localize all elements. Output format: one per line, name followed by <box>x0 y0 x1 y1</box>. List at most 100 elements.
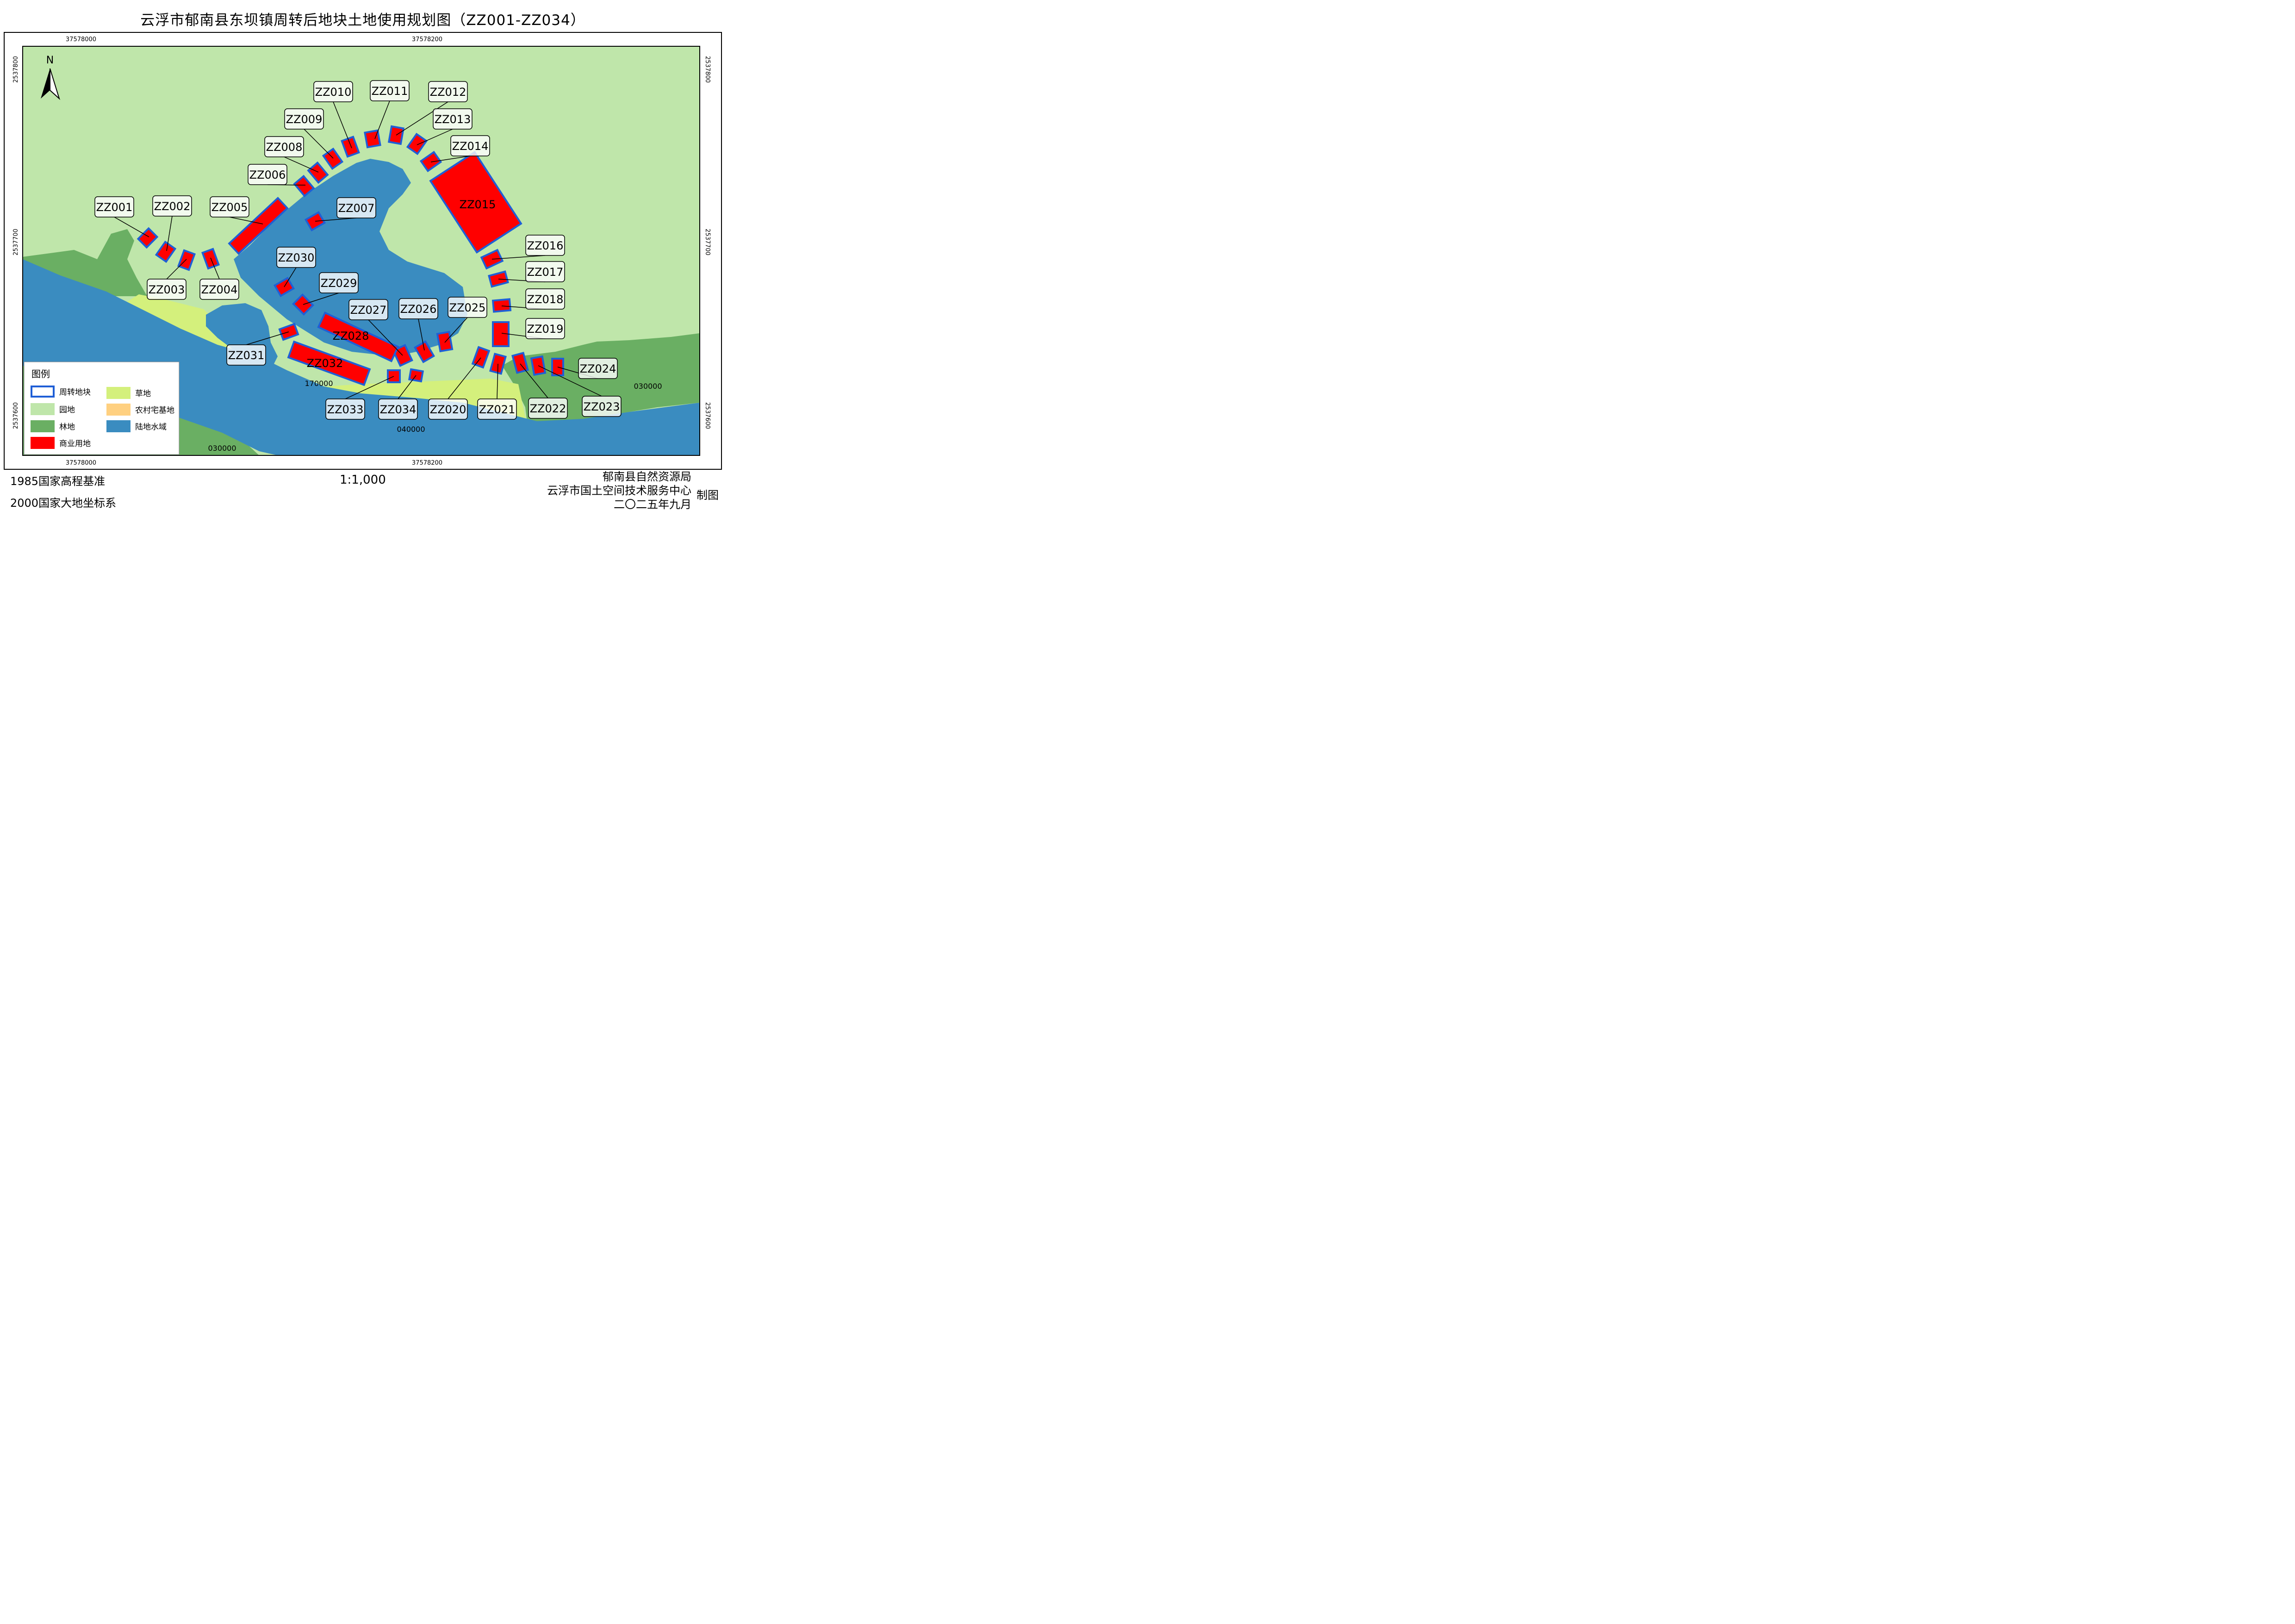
coordinate-system: 2000国家大地坐标系 <box>10 497 117 510</box>
area-code-030000-left: 030000 <box>208 444 236 453</box>
coord-y-left-1: 2537800 <box>12 56 19 83</box>
parcel-zz013[interactable] <box>406 132 428 156</box>
callout-zz011[interactable]: ZZ011 <box>370 80 410 139</box>
coord-y-left-2: 2537700 <box>12 229 19 255</box>
callout-zz006[interactable]: ZZ006 <box>248 164 306 186</box>
callout-zz026[interactable]: ZZ026 <box>398 298 438 351</box>
callout-zz024[interactable]: ZZ024 <box>557 358 618 379</box>
callout-zz029[interactable]: ZZ029 <box>303 272 359 305</box>
callout-text: ZZ028 <box>333 330 369 342</box>
coord-y-right-1: 2537800 <box>704 56 711 83</box>
map-frame <box>22 46 700 456</box>
callout-zz003[interactable]: ZZ003 <box>147 259 187 300</box>
callout-zz016[interactable]: ZZ016 <box>491 235 565 260</box>
parcel-zz002[interactable] <box>155 240 177 263</box>
callout-zz023[interactable]: ZZ023 <box>538 365 622 417</box>
callout-text: ZZ010 <box>315 86 352 99</box>
parcel-zz014[interactable] <box>419 150 442 173</box>
callout-text: ZZ034 <box>380 403 417 416</box>
legend-label: 林地 <box>59 423 75 432</box>
parcel-zz025[interactable] <box>436 330 454 353</box>
callout-text: ZZ019 <box>527 323 564 336</box>
map-canvas[interactable]: 37578000 37578200 37578000 37578200 2537… <box>0 0 726 514</box>
legend-item: 陆地水域 <box>106 420 167 432</box>
parcel-zz003[interactable] <box>177 249 196 271</box>
callout-zz028[interactable]: ZZ028 <box>333 330 369 342</box>
map-scale: 1:1,000 <box>340 473 386 487</box>
callout-text: ZZ026 <box>400 303 437 316</box>
callout-text: ZZ031 <box>228 349 265 362</box>
legend-item: 园地 <box>31 403 75 415</box>
callout-zz008[interactable]: ZZ008 <box>264 136 319 173</box>
legend-label: 商业用地 <box>59 439 91 448</box>
callout-text: ZZ004 <box>201 283 238 296</box>
legend-label: 农村宅基地 <box>135 406 174 415</box>
callout-text: ZZ018 <box>527 293 564 306</box>
callout-zz010[interactable]: ZZ010 <box>313 81 353 149</box>
callout-zz025[interactable]: ZZ025 <box>444 297 487 343</box>
north-arrow-icon: N <box>41 55 61 100</box>
callout-zz033[interactable]: ZZ033 <box>325 376 394 420</box>
callout-text: ZZ030 <box>278 251 315 264</box>
callout-text: ZZ015 <box>460 198 496 211</box>
parcel-zz032[interactable] <box>287 340 371 386</box>
coord-y-right-3: 2537600 <box>704 402 711 429</box>
area-code-040000: 040000 <box>397 425 425 434</box>
area-code-030000-right: 030000 <box>634 382 662 391</box>
callout-text: ZZ005 <box>211 201 248 214</box>
callout-zz030[interactable]: ZZ030 <box>276 247 316 287</box>
parcel-zz026[interactable] <box>414 340 435 363</box>
callout-zz013[interactable]: ZZ013 <box>417 108 473 145</box>
callout-text: ZZ033 <box>327 403 364 416</box>
coord-x-bottom-1: 37578000 <box>66 460 96 467</box>
parcel-zz028[interactable] <box>317 311 399 362</box>
callout-zz034[interactable]: ZZ034 <box>378 375 418 420</box>
outer-frame <box>4 32 722 470</box>
coord-y-right-2: 2537700 <box>704 229 711 255</box>
callout-zz032[interactable]: ZZ032 <box>307 357 343 370</box>
parcel-zz006[interactable] <box>293 174 315 198</box>
callout-zz009[interactable]: ZZ009 <box>284 108 334 159</box>
callout-zz005[interactable]: ZZ005 <box>210 196 263 224</box>
callout-text: ZZ002 <box>154 200 191 213</box>
callout-zz019[interactable]: ZZ019 <box>501 318 565 339</box>
elevation-datum: 1985国家高程基准 <box>10 475 106 488</box>
callout-text: ZZ024 <box>580 362 616 375</box>
callout-zz014[interactable]: ZZ014 <box>430 135 490 162</box>
callout-zz027[interactable]: ZZ027 <box>348 299 403 356</box>
parcel-zz010[interactable] <box>341 136 360 158</box>
map-title: 云浮市郁南县东坝镇周转后地块土地使用规划图（ZZ001-ZZ034） <box>140 12 585 29</box>
parcel-zz001[interactable] <box>137 227 159 249</box>
callout-zz017[interactable]: ZZ017 <box>498 261 565 282</box>
callout-text: ZZ011 <box>372 85 408 98</box>
callout-zz002[interactable]: ZZ002 <box>152 195 192 251</box>
callout-zz007[interactable]: ZZ007 <box>315 197 376 222</box>
callout-text: ZZ021 <box>479 403 516 416</box>
area-code-170000: 170000 <box>305 379 333 388</box>
callout-zz021[interactable]: ZZ021 <box>477 363 517 420</box>
parcel-zz004[interactable] <box>201 248 220 270</box>
parcel-zz009[interactable] <box>322 147 344 170</box>
callout-text: ZZ017 <box>527 266 564 279</box>
parcel-zz008[interactable] <box>307 161 329 184</box>
parcel-zz011[interactable] <box>364 129 381 149</box>
callout-zz020[interactable]: ZZ020 <box>428 357 481 420</box>
legend-item: 农村宅基地 <box>106 404 174 416</box>
legend-label: 园地 <box>59 405 75 415</box>
org-name-1: 郁南县自然资源局 <box>603 470 691 483</box>
callout-text: ZZ001 <box>96 201 133 214</box>
callout-zz022[interactable]: ZZ022 <box>520 363 568 419</box>
organization-block: 郁南县自然资源局 云浮市国土空间技术服务中心 二〇二五年九月 <box>547 470 691 511</box>
parcel-zz005[interactable] <box>228 197 289 255</box>
callout-zz031[interactable]: ZZ031 <box>226 331 289 366</box>
parcel-zz018[interactable] <box>491 298 512 313</box>
made-by-label: 制图 <box>697 489 719 502</box>
callout-zz012[interactable]: ZZ012 <box>396 81 468 136</box>
callout-zz018[interactable]: ZZ018 <box>501 288 565 310</box>
callout-zz015[interactable]: ZZ015 <box>460 198 496 211</box>
callout-zz001[interactable]: ZZ001 <box>94 196 149 237</box>
callout-text: ZZ023 <box>584 400 620 413</box>
callout-zz004[interactable]: ZZ004 <box>199 257 239 300</box>
parcel-zz015[interactable] <box>429 151 522 254</box>
